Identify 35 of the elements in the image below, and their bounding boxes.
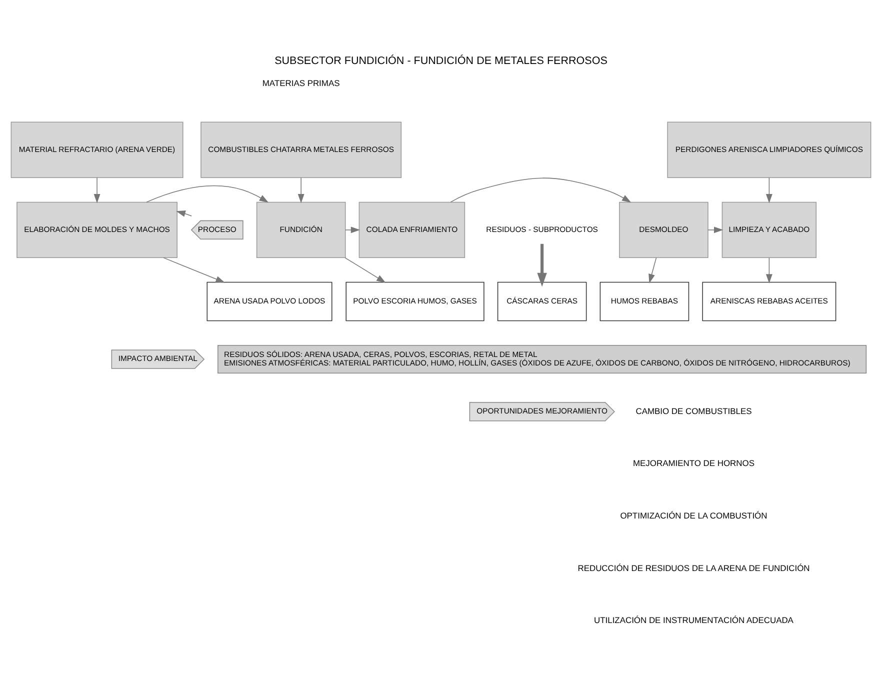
arrow: [450, 177, 632, 202]
arrow: [537, 243, 547, 286]
node-box: COMBUSTIBLES CHATARRA METALES FERROSOS: [200, 121, 402, 178]
arrow: [344, 256, 386, 282]
node-box: CÁSCARAS CERAS: [497, 281, 587, 321]
arrow: [146, 185, 269, 202]
label: REDUCCIÓN DE RESIDUOS DE LA ARENA DE FUNDICIÓN: [578, 562, 810, 572]
arrow: [163, 256, 225, 282]
node-box: PERDIGONES ARENISCA LIMPIADORES QUÍMICOS: [667, 121, 872, 178]
arrow: [766, 176, 772, 203]
node-box: FUNDICIÓN: [256, 201, 346, 258]
label: MEJORAMIENTO DE HORNOS: [632, 458, 754, 468]
node-box: LIMPIEZA Y ACABADO: [722, 201, 817, 258]
arrow: [298, 176, 304, 203]
arrow: [766, 256, 772, 283]
arrow: [708, 226, 724, 233]
node-box: COLADA ENFRIAMIENTO: [358, 201, 466, 258]
node-text: RESIDUOS - SUBPRODUCTOS: [486, 224, 598, 234]
node-box: ELABORACIÓN DE MOLDES Y MACHOS: [16, 201, 178, 258]
label: MATERIAS PRIMAS: [262, 77, 340, 88]
diagram-title: SUBSECTOR FUNDICIÓN - FUNDICIÓN DE METALES FERROSOS: [274, 54, 608, 66]
arrow: [176, 210, 192, 216]
node-box: MATERIAL REFRACTARIO (ARENA VERDE): [10, 121, 184, 178]
arrow: [94, 176, 100, 203]
label: OPTIMIZACIÓN DE LA COMBUSTIÓN: [620, 510, 768, 520]
node-box: ARENISCAS REBABAS ACEITES: [702, 281, 836, 321]
label: UTILIZACIÓN DE INSTRUMENTACIÓN ADECUADA: [594, 614, 794, 625]
arrow: [345, 226, 360, 233]
arrow: [648, 256, 657, 283]
node-box: POLVO ESCORIA HUMOS, GASES: [346, 281, 484, 321]
node-box: RESIDUOS SÓLIDOS: ARENA USADA, CERAS, POLVOS, ESCORIAS, RETAL DE METAL EMISIONES ATMOSFÉRICAS: MATERIAL PARTICULADO, HUMO, HOLLÍN, GASES (ÓXIDOS DE AZUFE, ÓXIDOS DE CARBONO, ÓXIDOS DE NITRÓGENO, HIDROCARBUROS): [218, 344, 867, 374]
node-box: HUMOS REBABAS: [600, 281, 690, 321]
node-box: DESMOLDEO: [619, 201, 708, 258]
node-box: ARENA USADA POLVO LODOS: [206, 281, 332, 321]
label: CAMBIO DE COMBUSTIBLES: [636, 405, 752, 416]
